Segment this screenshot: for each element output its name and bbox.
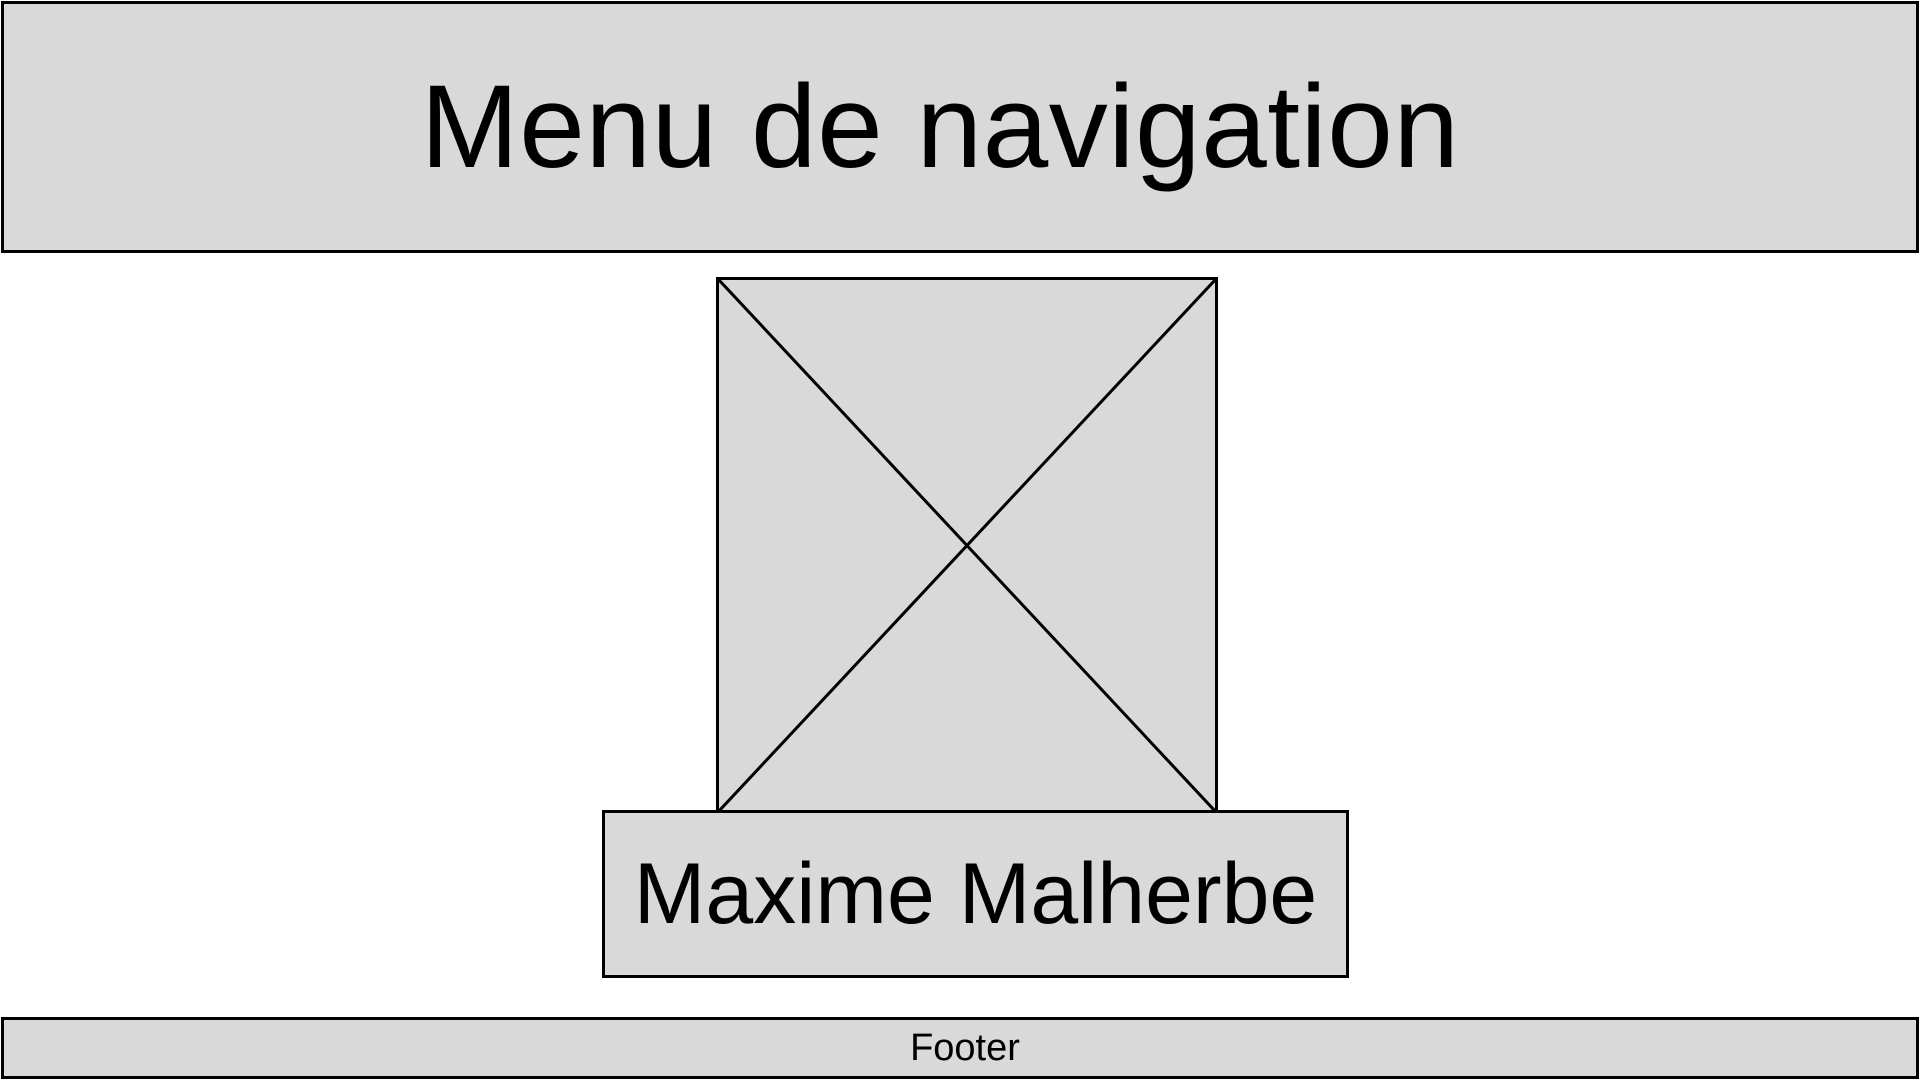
footer: Footer bbox=[1, 1017, 1919, 1079]
navigation-menu-label: Menu de navigation bbox=[420, 61, 1460, 193]
placeholder-cross-line-2 bbox=[719, 280, 1215, 811]
profile-image-placeholder bbox=[716, 277, 1218, 814]
navigation-menu[interactable]: Menu de navigation bbox=[1, 1, 1919, 253]
name-label-box: Maxime Malherbe bbox=[602, 810, 1349, 978]
profile-name: Maxime Malherbe bbox=[633, 846, 1318, 942]
image-placeholder-icon bbox=[719, 280, 1215, 811]
footer-label: Footer bbox=[910, 1027, 1020, 1069]
